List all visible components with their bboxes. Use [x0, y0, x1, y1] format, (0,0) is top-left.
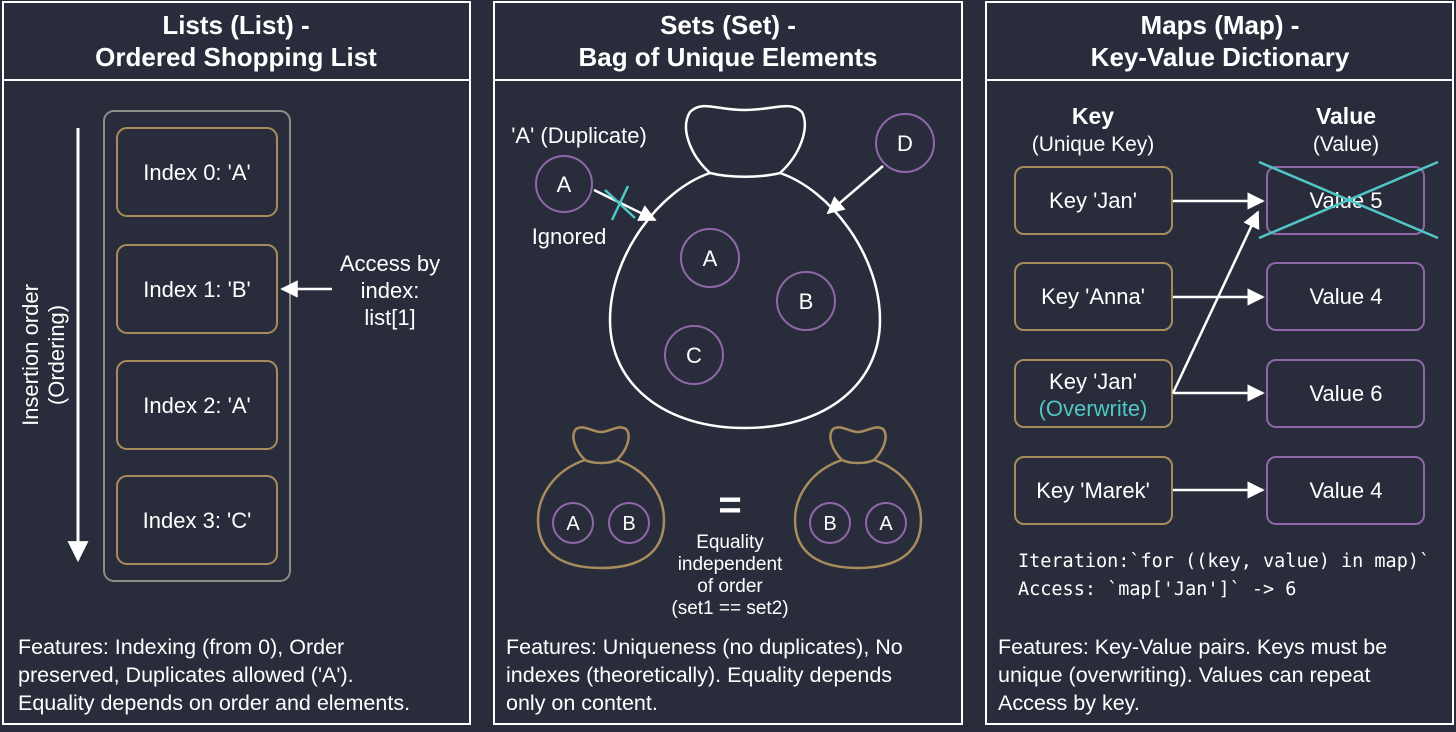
rejected-cross-icon — [604, 185, 636, 221]
maps-title-line2: Key-Value Dictionary — [1091, 42, 1350, 72]
duplicate-letter: A — [557, 172, 572, 197]
left-bag-element-a: A — [552, 502, 594, 544]
map-value-label: Value 6 — [1310, 381, 1383, 406]
map-key-label: Key 'Jan' — [1049, 188, 1137, 213]
sets-title-line1: Sets (Set) - — [660, 10, 796, 40]
list-item-label: Index 0: 'A' — [143, 160, 250, 185]
new-element-letter: D — [897, 131, 913, 156]
lists-panel: Lists (List) - Ordered Shopping List Ins… — [2, 1, 471, 725]
map-key-label: Key 'Anna' — [1041, 284, 1145, 309]
map-value-label: Value 4 — [1310, 478, 1383, 503]
lists-title-line2: Ordered Shopping List — [95, 42, 377, 72]
lists-features-line3: Equality depends on order and elements. — [18, 691, 410, 715]
sets-title-line2: Bag of Unique Elements — [578, 42, 877, 72]
big-bag-shape — [608, 104, 882, 430]
list-item-1: Index 1: 'B' — [116, 244, 278, 334]
map-key-0: Key 'Jan' — [1014, 166, 1173, 235]
key-subheader: (Unique Key) — [1032, 133, 1155, 156]
map-key-label: Key 'Marek' — [1036, 478, 1150, 503]
map-key-2: Key 'Jan' (Overwrite) — [1014, 359, 1173, 428]
overwrite-note: (Overwrite) — [1039, 396, 1148, 421]
list-item-2: Index 2: 'A' — [116, 360, 278, 450]
map-key-1: Key 'Anna' — [1014, 262, 1173, 331]
equality-line2: independent — [678, 554, 783, 575]
map-key-label: Key 'Jan' — [1049, 369, 1137, 394]
value-header: Value — [1316, 103, 1376, 129]
iteration-code: Iteration:`for ((key, value) in map)` — [1018, 551, 1430, 572]
maps-features-line1: Features: Key-Value pairs. Keys must be — [998, 635, 1387, 659]
equality-line1: Equality — [696, 532, 764, 553]
right-bag-shape — [793, 426, 923, 570]
map-key-3: Key 'Marek' — [1014, 456, 1173, 525]
duplicate-arrow — [593, 188, 657, 222]
bag-element-letter: C — [686, 343, 702, 368]
new-element-d — [875, 113, 935, 173]
sets-features-line3: only on content. — [506, 691, 658, 715]
insert-arrow — [826, 165, 884, 215]
access-label-line2: index: — [361, 278, 420, 303]
left-bag-letter: A — [566, 513, 580, 535]
ignored-label: Ignored — [532, 224, 607, 249]
lists-features-line1: Features: Indexing (from 0), Order — [18, 635, 344, 659]
list-item-3: Index 3: 'C' — [116, 475, 278, 565]
maps-title-line1: Maps (Map) - — [1141, 10, 1300, 40]
maps-features-line2: unique (overwriting). Values can repeat — [998, 663, 1370, 687]
bag-element-letter: A — [703, 246, 718, 271]
value-subheader: (Value) — [1313, 133, 1379, 156]
key-header: Key — [1072, 103, 1114, 129]
access-label-line1: Access by — [340, 251, 440, 276]
list-item-0: Index 0: 'A' — [116, 127, 278, 217]
list-container — [103, 110, 291, 582]
left-bag-shape — [536, 426, 666, 570]
sets-body-box — [493, 79, 963, 725]
access-code: Access: `map['Jan']` -> 6 — [1018, 579, 1296, 600]
right-bag-letter: A — [879, 513, 893, 535]
sets-features-line1: Features: Uniqueness (no duplicates), No — [506, 635, 903, 659]
map-value-3: Value 4 — [1266, 456, 1425, 525]
list-item-label: Index 3: 'C' — [143, 508, 252, 533]
map-value-0: Value 5 — [1258, 160, 1439, 240]
map-value-2: Value 6 — [1266, 359, 1425, 428]
lists-features-line2: preserved, Duplicates allowed ('A'). — [18, 663, 354, 687]
lists-body-box — [2, 79, 471, 725]
right-bag-element-a: A — [865, 502, 907, 544]
duplicate-label: 'A' (Duplicate) — [511, 123, 647, 148]
lists-title-line1: Lists (List) - — [162, 10, 309, 40]
ordering-label-line2: (Ordering) — [44, 305, 69, 405]
right-bag-element-b: B — [809, 502, 851, 544]
maps-features-line3: Access by key. — [998, 691, 1140, 715]
ordering-label-line1: Insertion order — [18, 284, 43, 426]
sets-panel: Sets (Set) - Bag of Unique Elements 'A' … — [493, 1, 963, 725]
equality-line4: (set1 == set2) — [671, 598, 788, 619]
map-value-label: Value 4 — [1310, 284, 1383, 309]
bag-element-letter: B — [799, 289, 814, 314]
maps-body-box — [985, 79, 1454, 725]
access-label-line3: list[1] — [364, 305, 415, 330]
list-item-label: Index 2: 'A' — [143, 393, 250, 418]
overwrite-arrow — [1171, 210, 1260, 394]
map-value-1: Value 4 — [1266, 262, 1425, 331]
overwritten-cross-icon — [1258, 160, 1439, 240]
list-item-label: Index 1: 'B' — [143, 277, 250, 302]
equality-line3: of order — [697, 576, 763, 597]
left-bag-element-b: B — [608, 502, 650, 544]
bag-element-c: C — [664, 325, 724, 385]
left-bag-letter: B — [622, 513, 635, 535]
bag-element-b: B — [776, 271, 836, 331]
duplicate-element — [535, 155, 593, 213]
bag-element-a: A — [680, 228, 740, 288]
right-bag-letter: B — [823, 513, 836, 535]
sets-features-line2: indexes (theoretically). Equality depend… — [506, 663, 892, 687]
equals-sign: = — [718, 483, 741, 527]
maps-panel: Maps (Map) - Key-Value Dictionary Key (U… — [985, 1, 1454, 725]
